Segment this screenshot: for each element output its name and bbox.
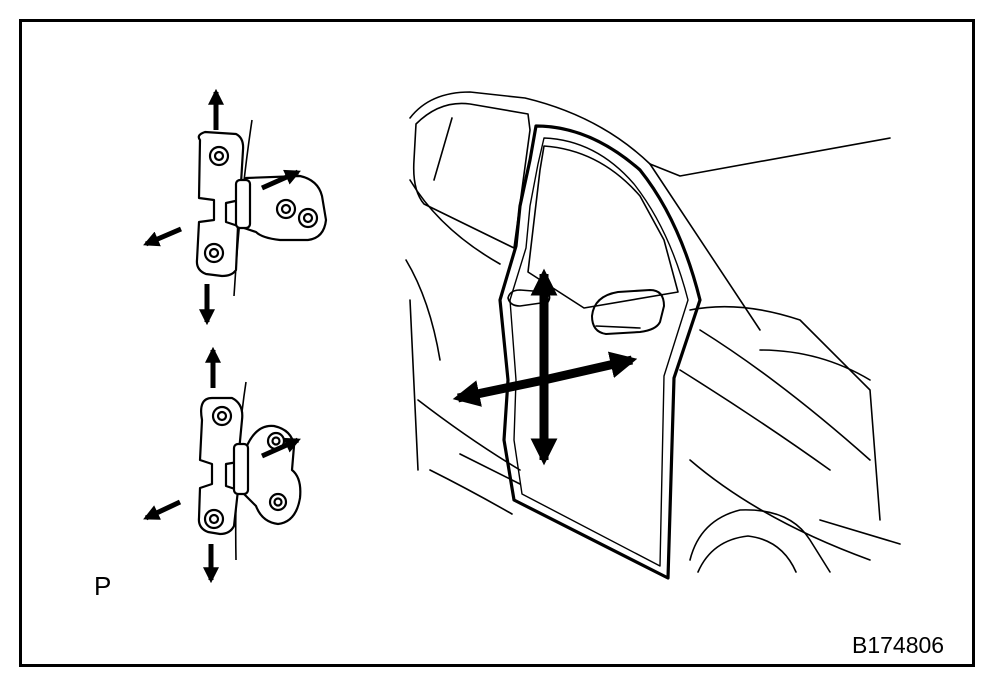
lower-hinge-arrows xyxy=(143,346,301,584)
rear-door xyxy=(498,124,702,580)
car-body xyxy=(405,91,901,573)
lower-hinge xyxy=(197,381,302,561)
hinge-bolt xyxy=(203,508,225,530)
hinge-bolt xyxy=(297,207,319,229)
hinge-bolt xyxy=(275,198,297,220)
hinge-bolt xyxy=(203,242,225,264)
hinge-bolt xyxy=(208,145,230,167)
diagram-frame xyxy=(19,19,975,667)
view-label: P xyxy=(94,571,112,601)
upper-hinge-arrows xyxy=(143,88,301,326)
door-adjust-arrows xyxy=(452,268,638,466)
hinge-bolt xyxy=(268,492,288,512)
hinge-bolt xyxy=(211,405,233,427)
figure-id: B174806 xyxy=(852,632,945,658)
upper-hinge xyxy=(195,119,328,297)
